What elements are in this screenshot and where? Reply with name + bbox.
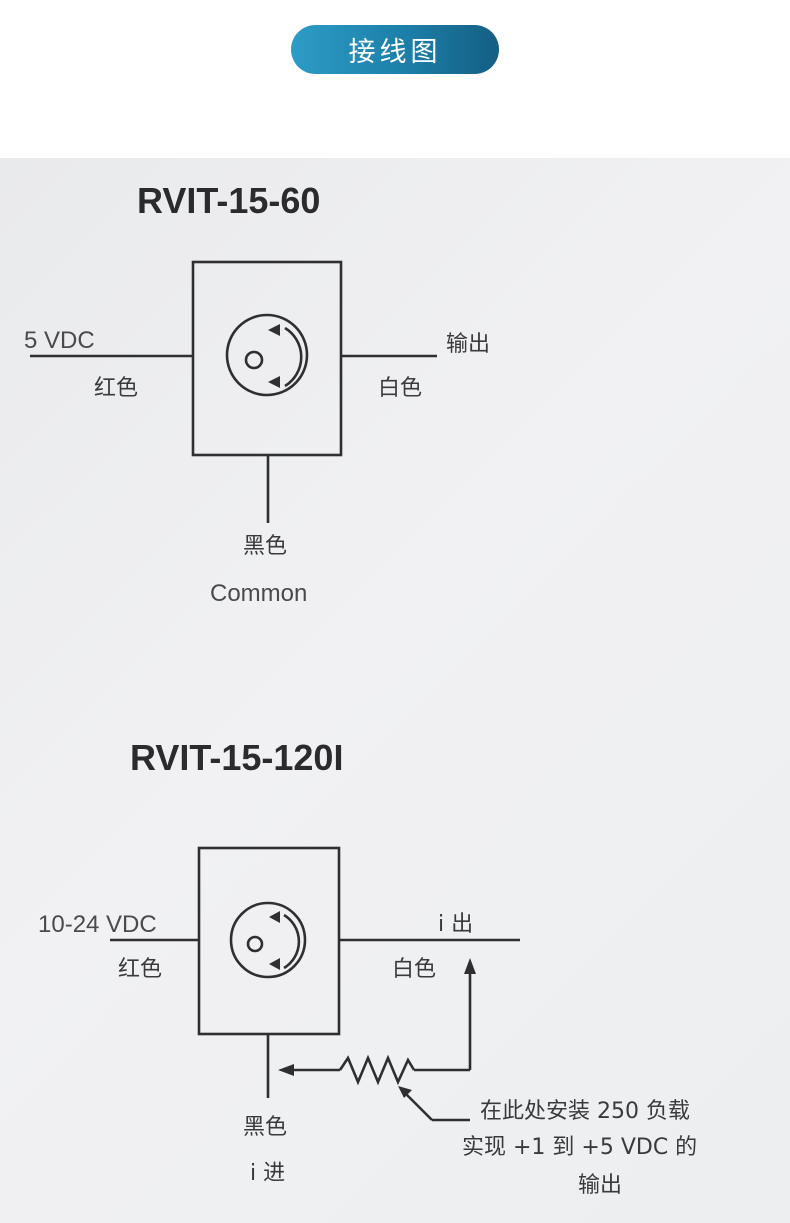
- up-arrow-icon: [464, 958, 476, 974]
- sensor-body-top: [191, 260, 343, 457]
- diagram-bottom-title: RVIT-15-120I: [130, 737, 343, 778]
- diagram-rvit-15-120i: RVIT-15-120I: [38, 737, 697, 1198]
- red-wire-label-top: 红色: [94, 376, 138, 401]
- supply-voltage-label-bottom: 10-24 VDC: [38, 911, 157, 938]
- note-arrow-icon: [398, 1086, 412, 1098]
- black-wire-label-bottom: 黑色: [243, 1115, 287, 1140]
- sensor-body-bottom: [197, 846, 341, 1036]
- load-note-line-1: 在此处安装 250 负载: [480, 1099, 690, 1124]
- load-note-line-2: 实现 +1 到 +5 VDC 的: [462, 1135, 697, 1160]
- current-out-label: i 出: [438, 912, 473, 937]
- load-note-line-3: 输出: [578, 1173, 622, 1198]
- output-label-top: 输出: [446, 332, 490, 357]
- common-label-top: Common: [210, 580, 307, 607]
- sensor-face-icon: [225, 313, 309, 397]
- note-pointer-diagonal: [403, 1091, 433, 1121]
- red-wire-label-bottom: 红色: [118, 957, 162, 982]
- section-header-title: 接线图: [348, 37, 442, 68]
- wiring-diagram-svg: RVIT-15-60 5 VDC 红色 输出 白色 黑色 Common RVIT…: [24, 180, 697, 1198]
- left-arrow-icon: [278, 1064, 294, 1076]
- black-wire-label-top: 黑色: [243, 534, 287, 559]
- white-wire-label-bottom: 白色: [392, 957, 436, 982]
- supply-voltage-label-top: 5 VDC: [24, 327, 95, 354]
- sensor-face-icon: [229, 901, 307, 979]
- wiring-diagram-photo: RVIT-15-60 5 VDC 红色 输出 白色 黑色 Common RVIT…: [0, 158, 790, 1223]
- white-wire-label-top: 白色: [378, 376, 422, 401]
- load-resistor-circuit: [278, 958, 476, 1122]
- resistor-zigzag-icon: [338, 1054, 416, 1086]
- section-header-badge: 接线图: [291, 25, 499, 74]
- diagram-top-title: RVIT-15-60: [137, 180, 320, 221]
- diagram-rvit-15-60: RVIT-15-60 5 VDC 红色 输出 白色 黑色 Common: [24, 180, 490, 607]
- current-in-label: i 进: [250, 1161, 285, 1186]
